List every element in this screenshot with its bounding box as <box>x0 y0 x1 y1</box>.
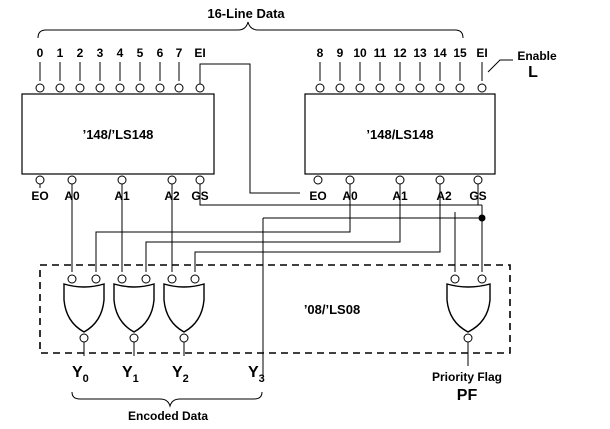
output-y2-sub: 2 <box>183 373 189 385</box>
chip-left-inputs: 0 1 2 3 4 5 6 7 EI <box>35 46 206 93</box>
chip-right-input-label: 15 <box>453 46 467 60</box>
output-y0-base: Y <box>72 364 83 381</box>
input-bubble <box>435 83 445 93</box>
chip-left-input-label: 3 <box>97 46 104 60</box>
output-bubble <box>117 175 127 185</box>
chip-left-input-label: 0 <box>37 46 44 60</box>
input-bubble <box>335 83 345 93</box>
gate-1 <box>63 274 105 356</box>
chip-left-label: ’148/’LS148 <box>83 127 154 142</box>
enable-label: Enable <box>517 49 557 63</box>
gate-package-label: ’08/’LS08 <box>304 302 360 317</box>
output-y1-sub: 1 <box>133 373 139 385</box>
output-bubble <box>395 175 405 185</box>
input-bubble <box>91 274 101 284</box>
output-bubble <box>473 175 483 185</box>
chip-left-input-label: EI <box>194 46 205 60</box>
enable-leader-line <box>487 59 513 73</box>
chip-right-output-label: EO <box>309 189 326 203</box>
data-bus-brace <box>37 21 464 39</box>
chip-left-output-label: EO <box>31 189 48 203</box>
gate-2 <box>113 274 155 356</box>
output-y1-base: Y <box>122 364 133 381</box>
bus-label: 16-Line Data <box>207 6 285 21</box>
chip-right-input-label: 12 <box>393 46 407 60</box>
chip-right-label: ’148/LS148 <box>366 127 433 142</box>
output-y3: Y3 <box>248 364 265 385</box>
input-bubble <box>375 83 385 93</box>
chip-right-output-label: A2 <box>436 189 452 203</box>
chip-right-input-label: 9 <box>337 46 344 60</box>
output-bubble <box>79 333 89 343</box>
chip-right-body <box>304 93 496 175</box>
input-bubble <box>135 83 145 93</box>
output-bubble <box>129 333 139 343</box>
gate-priority-flag <box>446 274 491 366</box>
input-bubble <box>195 83 205 93</box>
chip-left-input-label: 7 <box>176 46 183 60</box>
enable-level: L <box>528 64 538 81</box>
input-bubble <box>95 83 105 93</box>
wiring <box>71 63 486 378</box>
chip-left-outputs: EO A0 A1 A2 GS <box>31 175 209 203</box>
output-bubble <box>463 333 473 343</box>
chip-left-input-label: 4 <box>117 46 124 60</box>
input-bubble <box>115 83 125 93</box>
chip-left-input-label: 1 <box>57 46 64 60</box>
output-bubble <box>435 175 445 185</box>
chip-right-input-label: 8 <box>317 46 324 60</box>
input-bubble <box>355 83 365 93</box>
input-bubble <box>55 83 65 93</box>
chip-right-outputs: EO A0 A1 A2 GS <box>309 175 487 203</box>
chip-right-input-label: 10 <box>353 46 367 60</box>
chip-right-input-label: EI <box>476 46 487 60</box>
chip-right-inputs: 8 9 10 11 12 13 14 15 EI <box>315 46 488 93</box>
output-bubble <box>167 175 177 185</box>
output-y2: Y2 <box>172 364 189 385</box>
output-y3-sub: 3 <box>259 373 265 385</box>
input-bubble <box>67 274 77 284</box>
chip-left-input-label: 6 <box>157 46 164 60</box>
chip-left-body <box>21 93 215 175</box>
input-bubble <box>455 83 465 93</box>
output-y0: Y0 <box>72 364 89 385</box>
output-bubble <box>313 175 323 185</box>
input-bubble <box>75 83 85 93</box>
output-y1: Y1 <box>122 364 139 385</box>
chip-right-input-label: 11 <box>374 46 387 60</box>
input-bubble <box>35 83 45 93</box>
output-bubble <box>67 175 77 185</box>
output-y2-base: Y <box>172 364 183 381</box>
input-bubble <box>477 83 487 93</box>
input-bubble <box>450 274 460 284</box>
chip-left-input-label: 2 <box>77 46 84 60</box>
output-bubble <box>35 175 45 185</box>
input-bubble <box>395 83 405 93</box>
input-bubble <box>315 83 325 93</box>
output-bubble <box>345 175 355 185</box>
input-bubble <box>477 274 487 284</box>
input-bubble <box>155 83 165 93</box>
chip-right-input-label: 14 <box>433 46 447 60</box>
encoded-data-label: Encoded Data <box>128 409 208 423</box>
gate-package-boundary <box>39 264 511 354</box>
encoded-data-brace <box>71 391 263 408</box>
input-bubble <box>117 274 127 284</box>
input-bubble <box>167 274 177 284</box>
priority-flag-symbol: PF <box>457 387 478 404</box>
output-bubble <box>195 175 205 185</box>
input-bubble <box>415 83 425 93</box>
output-y0-sub: 0 <box>83 373 89 385</box>
output-y3-base: Y <box>248 364 259 381</box>
input-bubble <box>141 274 151 284</box>
gate-3 <box>163 274 205 356</box>
input-bubble <box>174 83 184 93</box>
input-bubble <box>190 274 200 284</box>
chip-right-input-label: 13 <box>413 46 427 60</box>
priority-flag-label: Priority Flag <box>432 370 502 384</box>
output-bubble <box>179 333 189 343</box>
chip-left-input-label: 5 <box>137 46 144 60</box>
